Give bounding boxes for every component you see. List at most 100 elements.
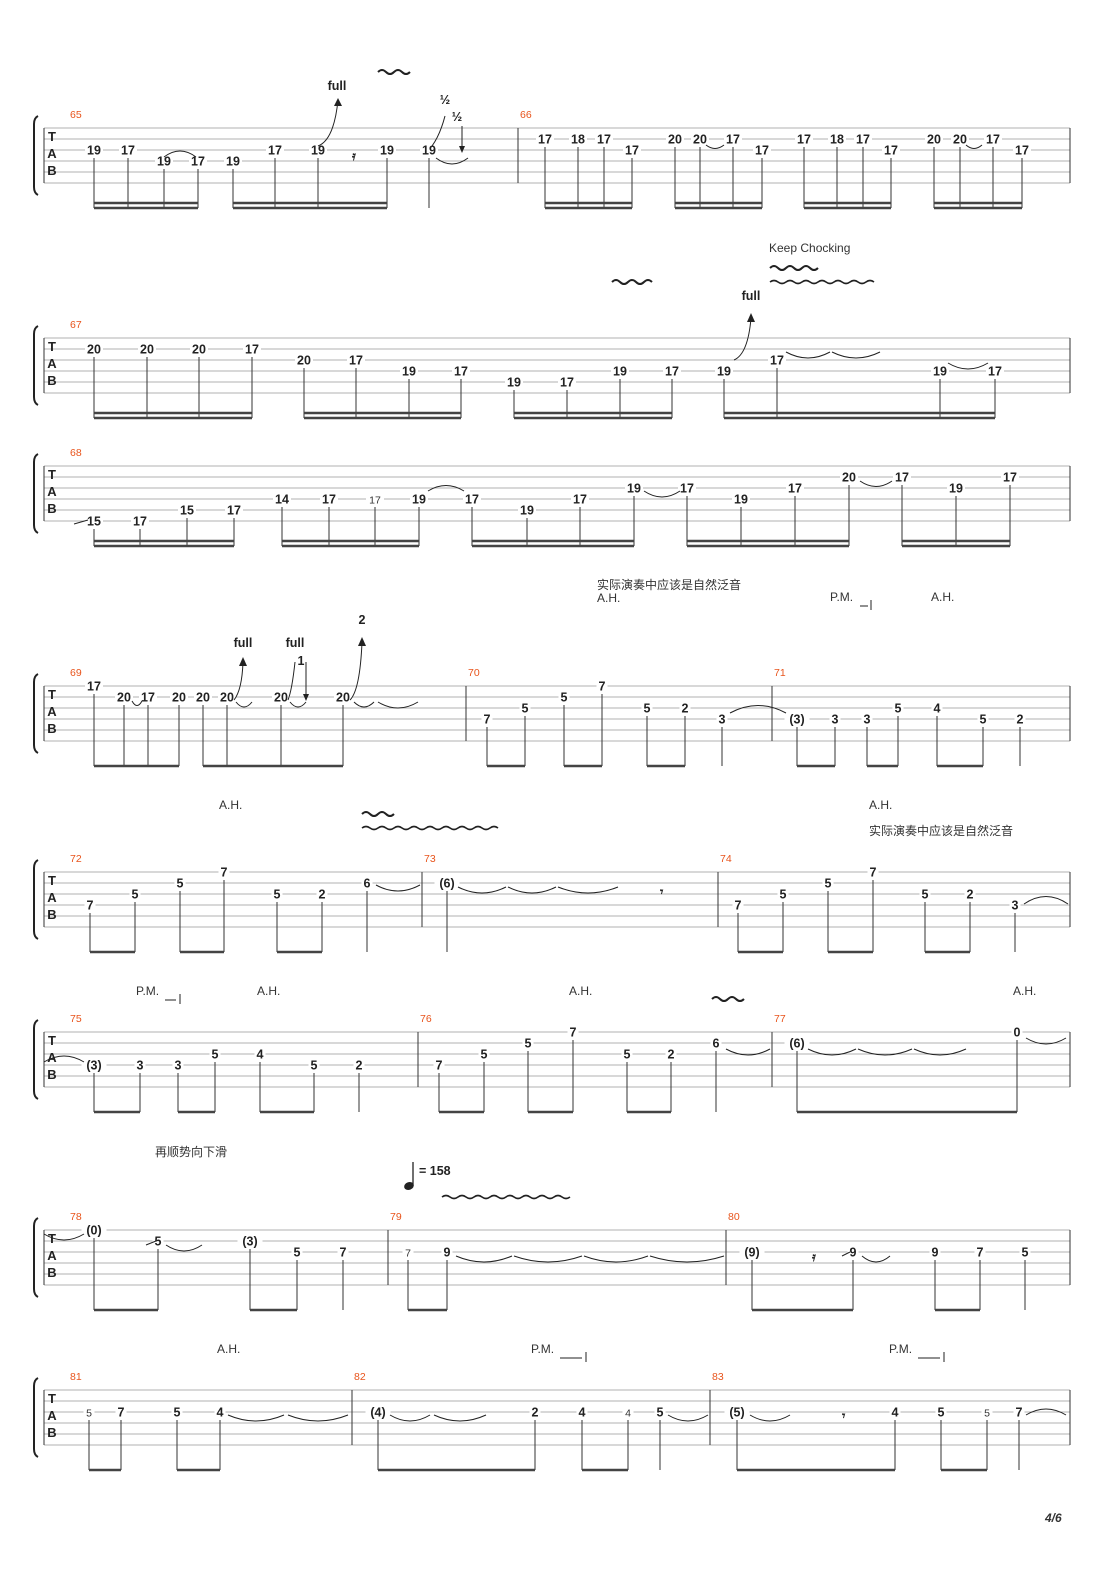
fret-number: 19: [717, 365, 731, 379]
note-bg: [847, 1246, 859, 1258]
pm-extension: [165, 994, 181, 1004]
slur: [289, 701, 307, 708]
fret-number: 4: [892, 1406, 899, 1420]
fret-number: 5: [922, 888, 929, 902]
rest-eighth: 𝄾: [841, 1409, 846, 1423]
note-bg: [919, 888, 931, 900]
fret-number: 17: [227, 504, 241, 518]
tab-note: 6: [710, 1037, 722, 1112]
tab-note: 3: [1009, 899, 1021, 952]
tie: [377, 701, 419, 709]
measure-number: 82: [354, 1371, 366, 1383]
tab-note: 17: [452, 365, 470, 418]
vibrato-mark: [769, 265, 819, 271]
fret-number: 5: [274, 888, 281, 902]
pm-mark: P.M.: [830, 590, 853, 604]
note-bg: [558, 376, 576, 388]
system-bracket: [33, 453, 39, 534]
note-bg: [209, 1048, 221, 1060]
tab-note: 7: [402, 1246, 414, 1310]
tab-clef-letter: T: [48, 1231, 56, 1246]
rest-sixteenth: 𝄿: [351, 149, 357, 163]
fret-number: 19: [507, 376, 521, 390]
tab-note: 20: [170, 691, 188, 766]
note-bg: [828, 133, 846, 145]
fret-number: 20: [87, 343, 101, 357]
tie: [227, 1414, 285, 1422]
fret-number: 19: [949, 482, 963, 496]
tab-note: 20: [138, 343, 156, 418]
note-bg: [929, 1246, 941, 1258]
bend-arrow: [317, 99, 339, 147]
fret-number: 17: [788, 482, 802, 496]
tab-note: 5: [83, 1406, 95, 1470]
tab-clef-letter: T: [48, 1391, 56, 1406]
note-bg: [931, 365, 949, 377]
tie: [913, 1048, 967, 1056]
tab-note: 5: [174, 877, 186, 952]
note-bg: [519, 702, 531, 714]
ah-mark: A.H.: [597, 591, 620, 605]
fret-number: (5): [729, 1406, 744, 1420]
fret-number: 7: [436, 1059, 443, 1073]
bend-arrowhead: [239, 657, 247, 666]
measure-number: 73: [424, 853, 436, 865]
slide-in: [145, 1240, 157, 1246]
fret-number: 5: [311, 1059, 318, 1073]
note-bg: [840, 471, 858, 483]
note-bg: [625, 482, 643, 494]
pm-mark: P.M.: [889, 1342, 912, 1356]
tab-note: 19: [611, 365, 629, 418]
bend-arrow: [287, 661, 296, 701]
tab-note: 3: [716, 713, 728, 766]
fret-number: 17: [726, 133, 740, 147]
fret-number: 20: [172, 691, 186, 705]
pm-mark: P.M.: [136, 984, 159, 998]
note-bg: [243, 343, 261, 355]
tie: [807, 1048, 857, 1056]
fret-number: 7: [87, 899, 94, 913]
slur: [435, 157, 469, 165]
note-bg: [478, 1048, 490, 1060]
fret-number: 17: [856, 133, 870, 147]
tab-note: 17: [1001, 471, 1019, 546]
fret-number: 5: [561, 691, 568, 705]
tab-note: 17: [139, 691, 157, 766]
tab-clef-letter: A: [47, 356, 57, 371]
note-bg: [81, 1224, 107, 1236]
tab-note: 19: [309, 144, 327, 208]
tab-note: 19: [420, 144, 438, 208]
slur: [427, 485, 465, 492]
tab-note: (3): [784, 713, 810, 766]
note-bg: [170, 691, 188, 703]
note-bg: [1019, 1246, 1031, 1258]
fret-number: 7: [221, 866, 228, 880]
measure: 77(6)0: [771, 1013, 1023, 1114]
natural-harmonic-note: 实际演奏中应该是自然泛音: [869, 823, 1013, 838]
bend-label-full: full: [742, 289, 761, 303]
bend-arrow: [431, 115, 446, 147]
tab-note: 19: [505, 376, 523, 418]
slur: [965, 144, 983, 149]
note-bg: [724, 1406, 750, 1418]
tab-note: 4: [254, 1048, 266, 1112]
vibrato-mark: [377, 69, 411, 75]
quarter-note-icon: [404, 1182, 414, 1190]
tab-note: 20: [85, 343, 103, 418]
tab-note: 17: [595, 133, 613, 208]
note-bg: [691, 133, 709, 145]
fret-number: 7: [870, 866, 877, 880]
tab-note: 17: [320, 493, 338, 546]
fret-number: 19: [311, 144, 325, 158]
tab-note: 9: [929, 1246, 941, 1310]
fret-number: 19: [627, 482, 641, 496]
note-bg: [784, 713, 810, 725]
fret-number: 4: [625, 1408, 631, 1420]
note-bg: [935, 1406, 947, 1418]
fret-number: 7: [484, 713, 491, 727]
